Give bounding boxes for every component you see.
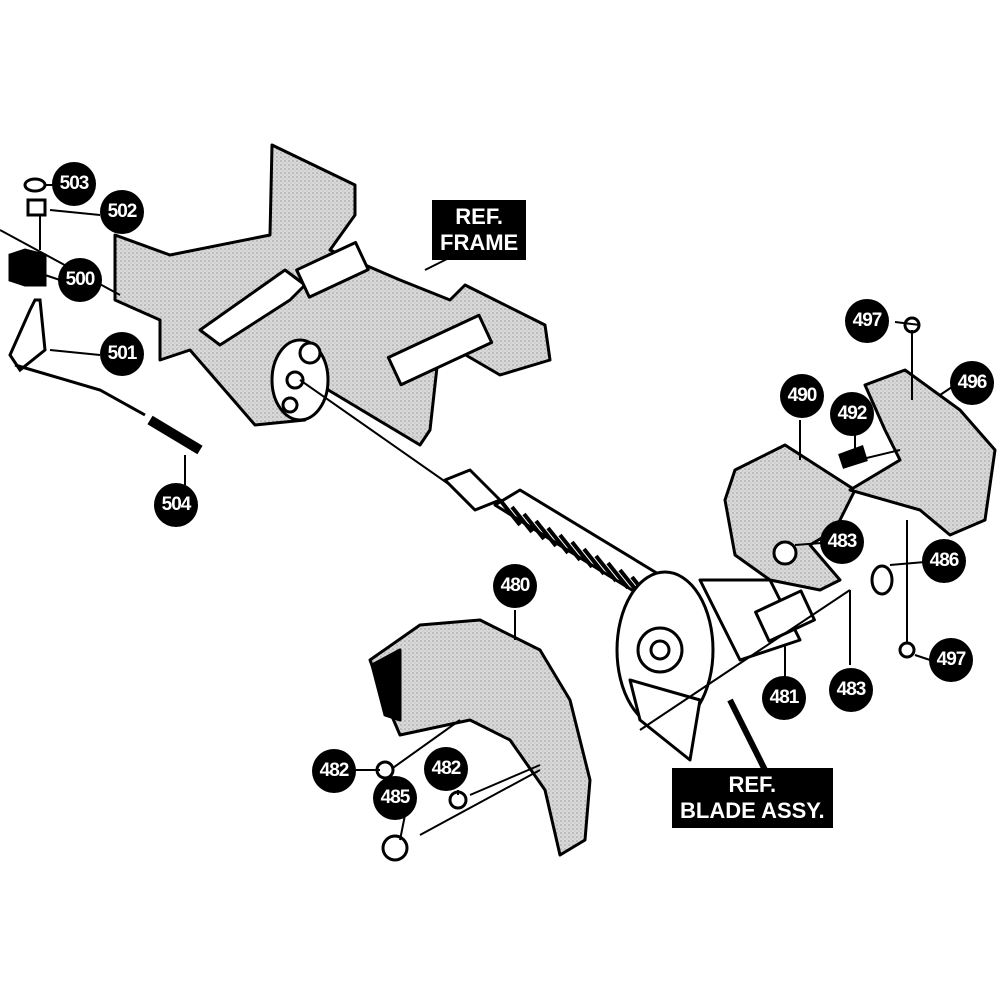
callout-490: 490 (780, 374, 824, 418)
shaft-spring-part (299, 379, 662, 604)
callout-492: 492 (830, 392, 874, 436)
callout-503: 503 (52, 162, 96, 206)
frame-part (113, 143, 552, 447)
callout-482-left: 482 (312, 749, 356, 793)
callout-501: 501 (100, 332, 144, 376)
bracket-490-part (723, 443, 857, 592)
leader-lines (44, 184, 956, 841)
fasteners (375, 316, 921, 862)
callout-500: 500 (58, 258, 102, 302)
callout-486: 486 (922, 539, 966, 583)
callout-497-bottom: 497 (929, 638, 973, 682)
callout-481: 481 (762, 676, 806, 720)
callout-497-top: 497 (845, 299, 889, 343)
callout-483-lower: 483 (829, 668, 873, 712)
ref-frame-line-2: FRAME (440, 230, 519, 255)
ref-frame-label: REF. FRAME (432, 200, 527, 260)
cover-496-part (848, 368, 997, 537)
guard-480-part (368, 618, 592, 857)
ref-blade-assy-line-2: BLADE ASSY. (680, 798, 825, 823)
callout-502: 502 (100, 190, 144, 234)
lever-parts (0, 177, 203, 455)
callout-496: 496 (950, 361, 994, 405)
callout-504: 504 (154, 483, 198, 527)
callout-482-right: 482 (424, 747, 468, 791)
ref-blade-assy-label: REF. BLADE ASSY. (672, 768, 833, 828)
callout-480: 480 (493, 564, 537, 608)
callout-485: 485 (373, 776, 417, 820)
ref-blade-assy-line-1: REF. (728, 772, 777, 797)
ref-frame-line-1: REF. (455, 204, 503, 229)
callout-483-upper: 483 (820, 520, 864, 564)
